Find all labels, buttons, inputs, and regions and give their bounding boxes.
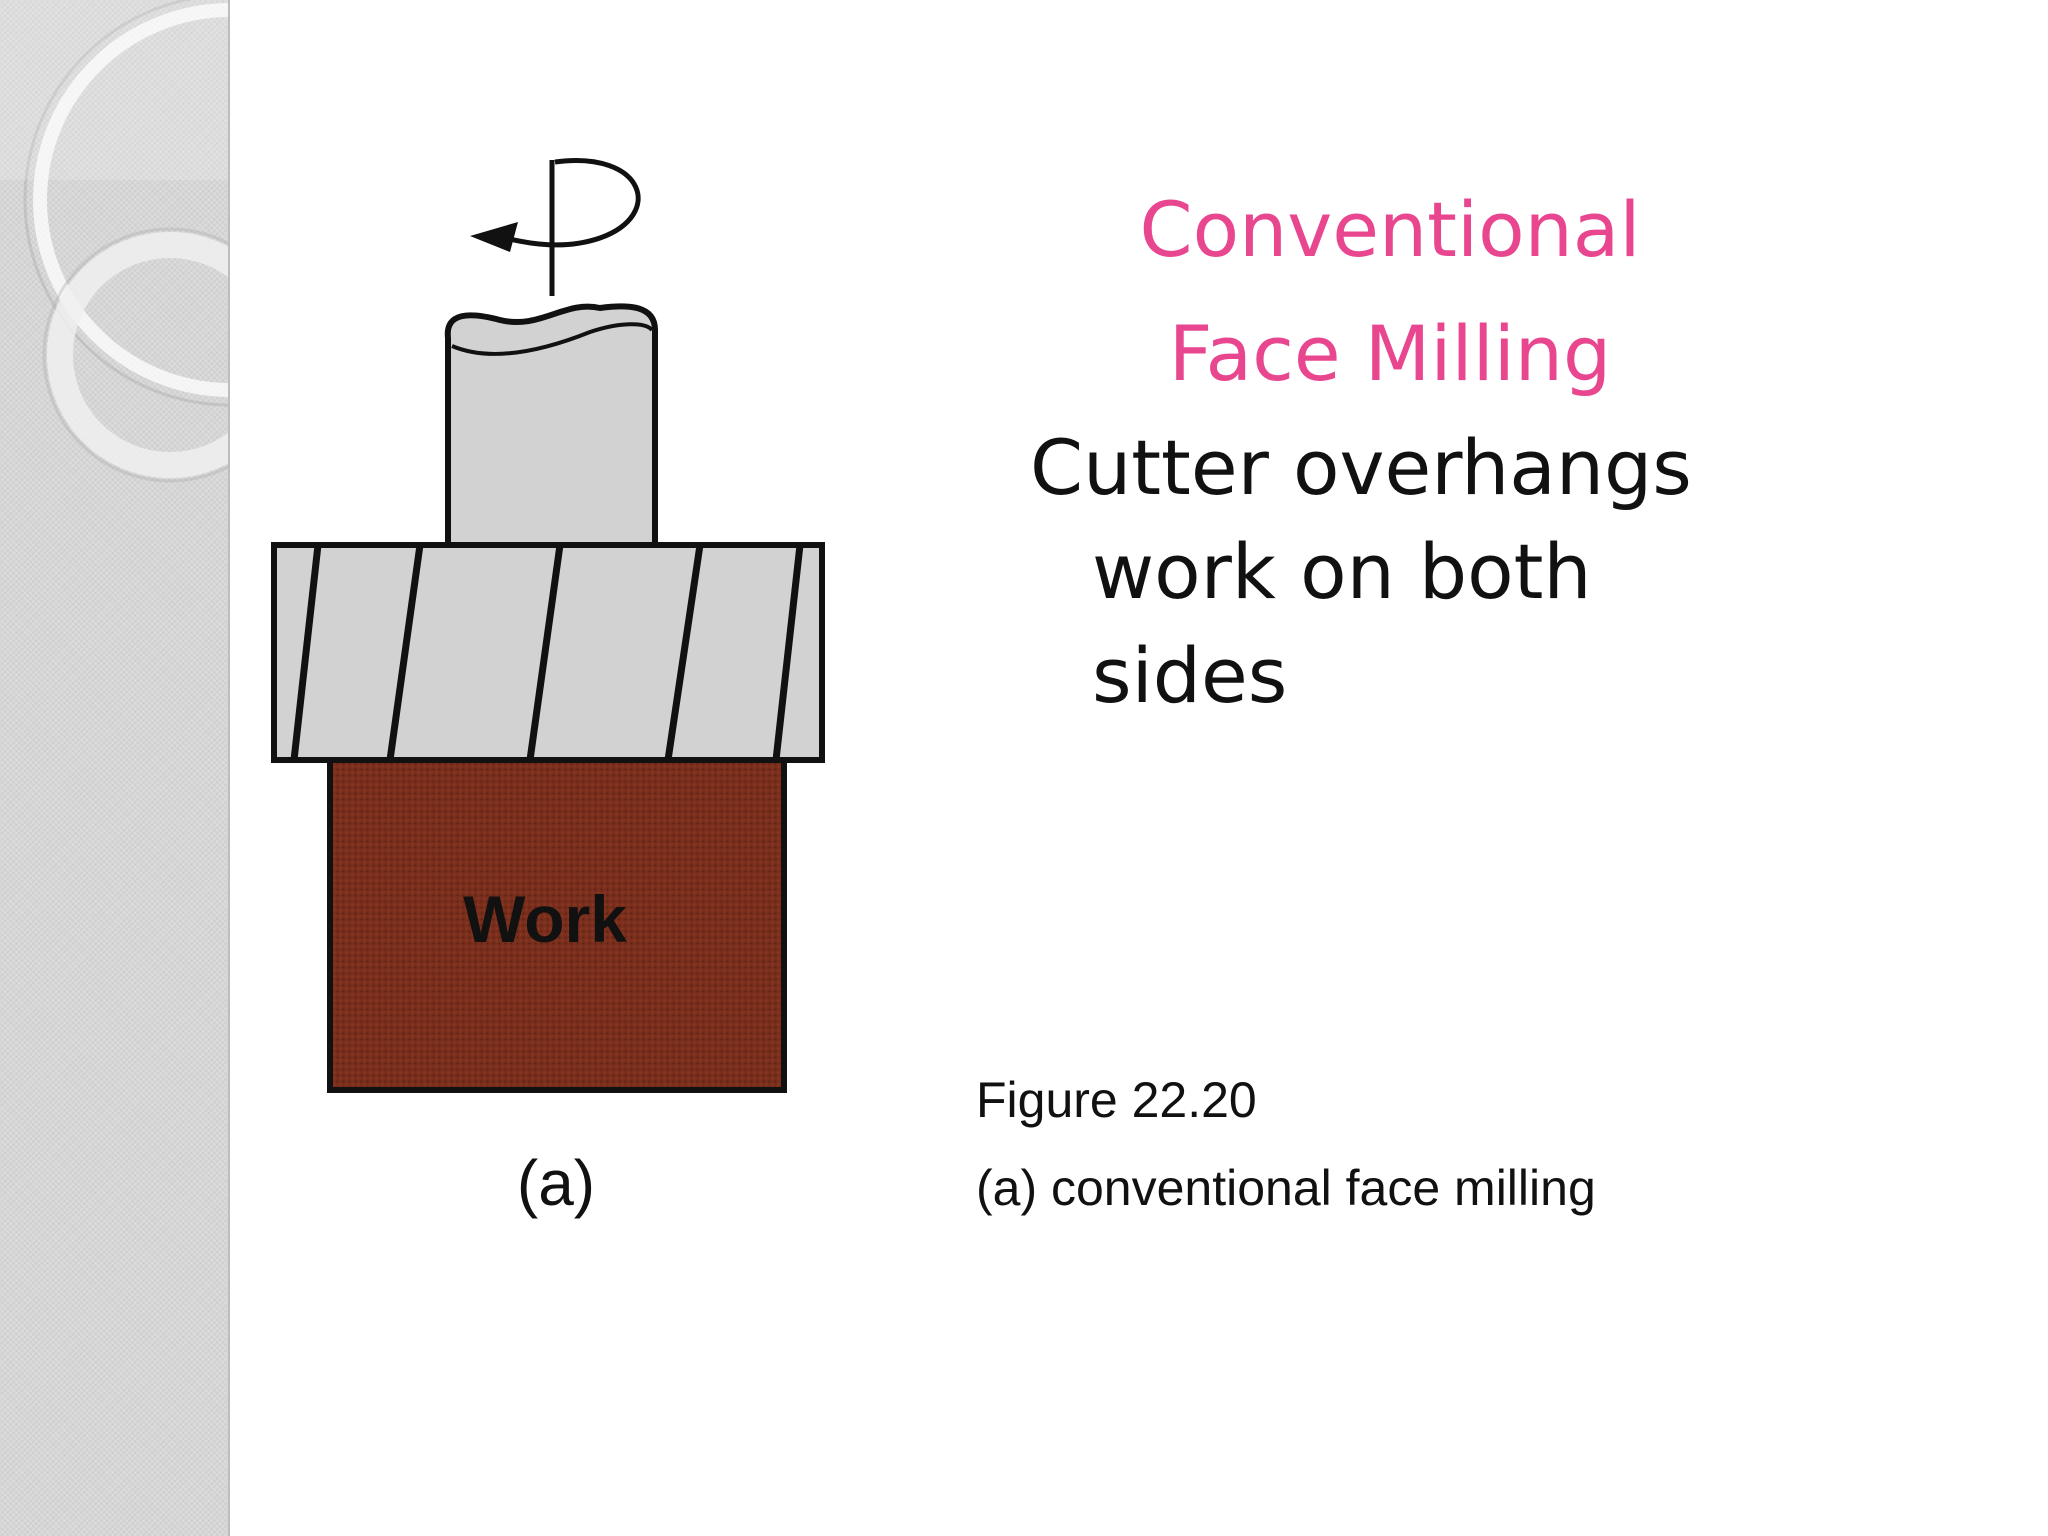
decorative-ring-small-shadow: [42, 227, 228, 483]
workpiece-block: [327, 757, 787, 1093]
slide-title-line-1: Conventional: [1139, 185, 1641, 274]
work-label: Work: [463, 882, 627, 956]
body-line-1: Cutter overhangs: [1030, 423, 1692, 512]
figure-description: (a) conventional face milling: [976, 1160, 1596, 1216]
figure-number: Figure 22.20: [976, 1072, 1257, 1128]
face-milling-diagram: Work (a): [271, 158, 825, 1219]
cutter-shank: [444, 303, 658, 548]
slide-title: Conventional Face Milling: [1030, 168, 1750, 416]
body-line-2: work on both: [1092, 527, 1592, 616]
decorative-ring-large-shadow: [23, 0, 228, 407]
slide-title-line-2: Face Milling: [1168, 309, 1612, 398]
decorative-ring-small: [47, 232, 228, 478]
rotation-arc: [504, 158, 641, 248]
decorative-side-panel: [0, 0, 230, 1536]
rotation-arrow-icon: [470, 158, 641, 296]
body-line-3: sides: [1092, 631, 1288, 720]
cutter-tooth-4: [664, 545, 704, 760]
decorative-rings: [0, 0, 228, 483]
figure-part-label: (a): [517, 1147, 595, 1219]
shank-break-line: [451, 322, 654, 356]
figure-caption: Figure 22.20 (a) conventional face milli…: [976, 1056, 1876, 1232]
rotation-arrowhead-icon: [470, 222, 518, 252]
cutter-tooth-1: [290, 545, 322, 760]
cutter-teeth: [290, 545, 804, 760]
slide-body-text: Cutter overhangs work on both sides: [1030, 416, 1730, 728]
decorative-highlight: [0, 0, 228, 180]
cutter-tooth-2: [386, 545, 424, 760]
cutter-tooth-5: [772, 545, 804, 760]
cutter-tooth-3: [526, 545, 564, 760]
decorative-ring-large: [33, 3, 228, 397]
